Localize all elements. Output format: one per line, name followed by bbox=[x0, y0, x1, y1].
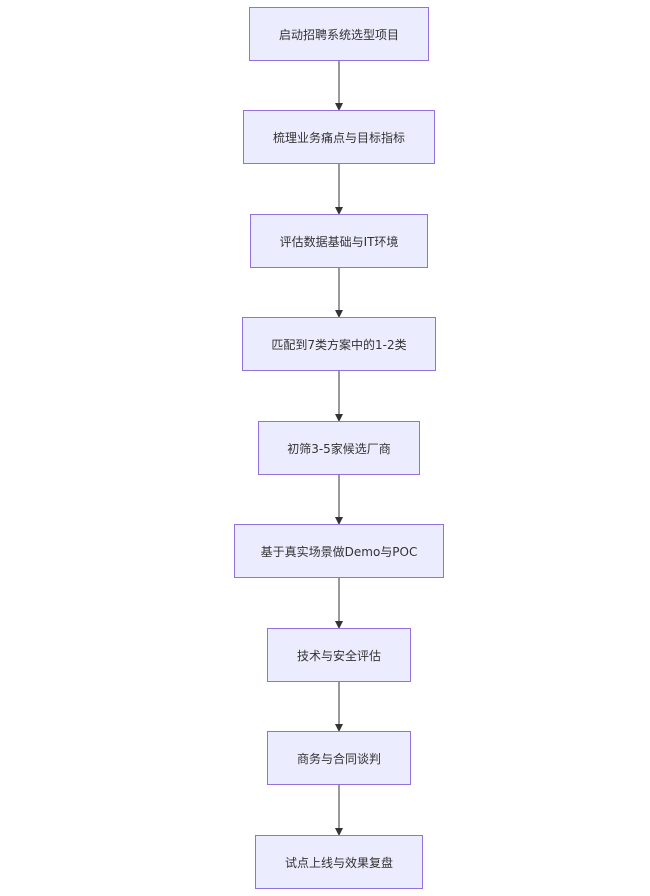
node-demo-poc[interactable]: 基于真实场景做Demo与POC bbox=[234, 524, 444, 578]
node-business-pain-points[interactable]: 梳理业务痛点与目标指标 bbox=[243, 110, 435, 164]
node-shortlist-vendors[interactable]: 初筛3-5家候选厂商 bbox=[258, 421, 420, 475]
node-label: 商务与合同谈判 bbox=[296, 751, 381, 766]
node-label: 梳理业务痛点与目标指标 bbox=[272, 130, 405, 145]
node-label: 启动招聘系统选型项目 bbox=[278, 27, 399, 42]
node-label: 匹配到7类方案中的1-2类 bbox=[271, 337, 407, 352]
node-label: 评估数据基础与IT环境 bbox=[279, 234, 399, 249]
node-commercial-negotiation[interactable]: 商务与合同谈判 bbox=[267, 731, 411, 785]
node-start-project[interactable]: 启动招聘系统选型项目 bbox=[249, 7, 429, 61]
node-pilot-review[interactable]: 试点上线与效果复盘 bbox=[255, 835, 423, 889]
node-label: 初筛3-5家候选厂商 bbox=[287, 441, 391, 456]
node-label: 基于真实场景做Demo与POC bbox=[260, 544, 418, 559]
node-data-it-assessment[interactable]: 评估数据基础与IT环境 bbox=[250, 214, 428, 268]
node-label: 技术与安全评估 bbox=[296, 648, 381, 663]
node-tech-security-eval[interactable]: 技术与安全评估 bbox=[267, 628, 411, 682]
node-label: 试点上线与效果复盘 bbox=[284, 855, 393, 870]
node-match-solution-types[interactable]: 匹配到7类方案中的1-2类 bbox=[242, 317, 436, 371]
